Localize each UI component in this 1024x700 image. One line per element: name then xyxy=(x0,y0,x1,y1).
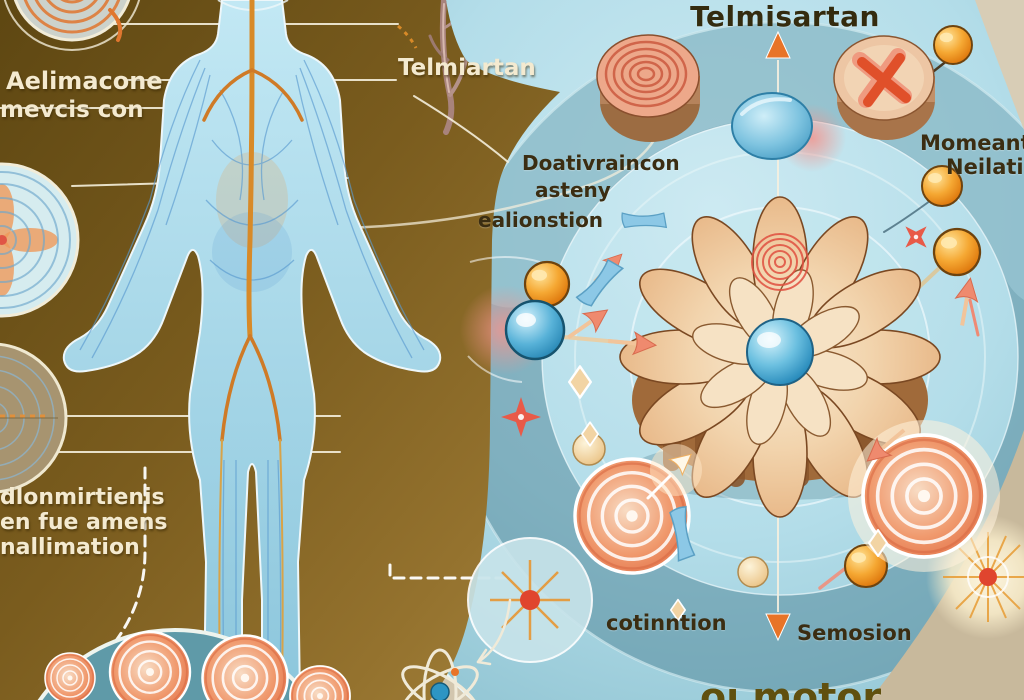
dashed-connectors xyxy=(110,466,508,648)
corner-wedge-top-right xyxy=(975,0,1024,130)
molecule-ball-orange xyxy=(523,260,571,308)
swirl-arcs xyxy=(467,256,541,383)
circle-left-label-line1: Doativraincon xyxy=(522,151,680,175)
cream-ball xyxy=(572,432,769,588)
circle-left-label-line3: ealionstion xyxy=(478,208,604,232)
human-nervous-system-figure xyxy=(62,0,442,700)
left-top-label-line1: Aelimacone xyxy=(6,67,163,95)
center-sphere xyxy=(746,318,814,386)
red-spiral xyxy=(751,233,809,291)
tablet-pill-spiral xyxy=(596,34,700,142)
nerve-network xyxy=(79,59,425,691)
circle-bottom-big-label: oı motor xyxy=(700,675,882,700)
circle-right-label-line1: Momeant xyxy=(920,131,1024,155)
up-arrow-icon xyxy=(765,30,791,59)
glow-arrow xyxy=(646,444,702,500)
circle-left-label-line2: asteny xyxy=(535,178,611,202)
atom-icon xyxy=(401,598,512,700)
molecule-ball-orange xyxy=(932,227,982,277)
sunburst-left xyxy=(467,537,593,663)
circle-bottom-left-label: cotinntion xyxy=(606,611,727,635)
title-label: Telmisartan xyxy=(690,0,880,33)
left-bottom-label-line2: en fue amens xyxy=(0,510,168,535)
left-top-label-line2: mevcis con xyxy=(0,97,144,123)
circle-bottom-right-label: Semosion xyxy=(797,621,912,645)
left-bottom-label-line3: nallimation xyxy=(0,535,140,560)
tablet-pill-cross xyxy=(833,35,935,140)
circle-right-label-line2: Neilatio xyxy=(946,155,1024,179)
center-callout-label: Telmiartan xyxy=(398,55,536,81)
nerve-bundle-inset-bottom-left xyxy=(37,628,351,700)
blue-tablet xyxy=(731,92,846,172)
left-bottom-label-line1: dlonmirtienis xyxy=(0,485,165,510)
nerve-inset-mid-left xyxy=(0,162,80,318)
orange-dash-connector xyxy=(397,24,418,49)
down-arrow-icon xyxy=(765,613,791,642)
nerve-inset-top-left xyxy=(3,0,141,51)
nerve-inset-lower-left xyxy=(0,342,68,494)
molecule-ball-orange xyxy=(933,25,973,65)
molecule-ball-blue xyxy=(504,299,566,361)
